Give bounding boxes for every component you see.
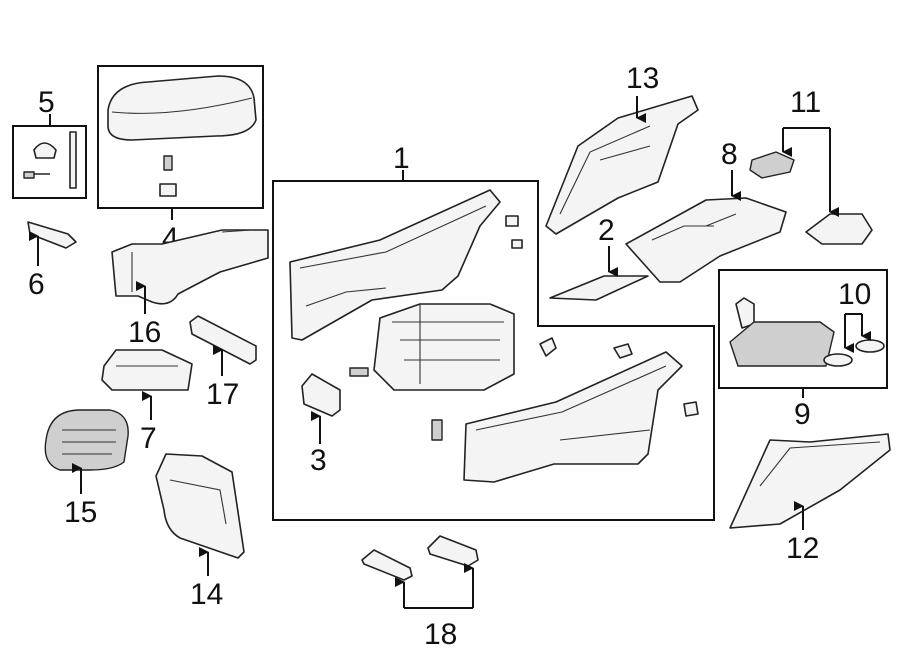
part-1-box bbox=[272, 180, 715, 521]
callout-11: 11 bbox=[790, 86, 821, 119]
part-10-ring-icon bbox=[823, 353, 853, 367]
callout-17: 17 bbox=[206, 378, 239, 411]
part-11-cap-icon bbox=[749, 151, 795, 179]
console-assembly bbox=[289, 189, 699, 483]
callout-5: 5 bbox=[38, 86, 55, 119]
part-11-holder-icon bbox=[805, 213, 873, 245]
callout-6: 6 bbox=[28, 268, 45, 301]
bolt-icon bbox=[163, 155, 173, 171]
part-3-bracket-icon bbox=[301, 373, 341, 417]
part-18-bracket-left-icon bbox=[361, 549, 413, 581]
armrest-lid-icon bbox=[107, 75, 257, 141]
console-bin-icon bbox=[373, 303, 515, 391]
callout-9: 9 bbox=[794, 398, 811, 431]
screw-icon bbox=[349, 367, 369, 377]
callout-10: 10 bbox=[838, 278, 871, 311]
clips-icon bbox=[505, 215, 699, 417]
part-10-ring-icon bbox=[855, 339, 885, 353]
screw-icon bbox=[23, 171, 50, 179]
trim-strip-icon bbox=[69, 131, 77, 189]
callout-18: 18 bbox=[424, 618, 457, 651]
bolt-icon bbox=[431, 419, 443, 441]
part-8-trim-icon bbox=[625, 197, 787, 283]
callout-12: 12 bbox=[786, 532, 819, 565]
part-17-icon bbox=[189, 315, 257, 365]
callout-14: 14 bbox=[190, 578, 223, 611]
part-6-icon bbox=[27, 221, 77, 249]
callout-16: 16 bbox=[128, 316, 161, 349]
part-4-box bbox=[97, 65, 264, 209]
callout-15: 15 bbox=[64, 496, 97, 529]
callout-8: 8 bbox=[721, 138, 738, 171]
part-13-panel-icon bbox=[545, 95, 699, 235]
part-7-tray-icon bbox=[101, 349, 193, 391]
nut-icon bbox=[159, 183, 177, 197]
part-4-group bbox=[97, 65, 264, 220]
part-15-vent-icon bbox=[44, 409, 129, 471]
part-18-bracket-right-icon bbox=[427, 535, 479, 567]
callout-2: 2 bbox=[598, 214, 615, 247]
part-14-panel-icon bbox=[155, 453, 245, 559]
callout-3: 3 bbox=[310, 444, 327, 477]
part-12-panel-icon bbox=[729, 433, 891, 529]
callout-13: 13 bbox=[626, 62, 659, 95]
console-side-panel-lower-icon bbox=[463, 351, 683, 483]
part-9-cupholder-icon bbox=[729, 321, 835, 367]
part-5-group bbox=[12, 114, 87, 199]
part-16-bracket-icon bbox=[111, 229, 269, 305]
part-9-clip-icon bbox=[735, 297, 755, 329]
clip-icon bbox=[33, 142, 57, 159]
callout-1: 1 bbox=[393, 142, 410, 175]
callout-7: 7 bbox=[140, 422, 157, 455]
part-2-mat-icon bbox=[549, 275, 649, 301]
console-side-panel-upper-icon bbox=[289, 189, 501, 341]
